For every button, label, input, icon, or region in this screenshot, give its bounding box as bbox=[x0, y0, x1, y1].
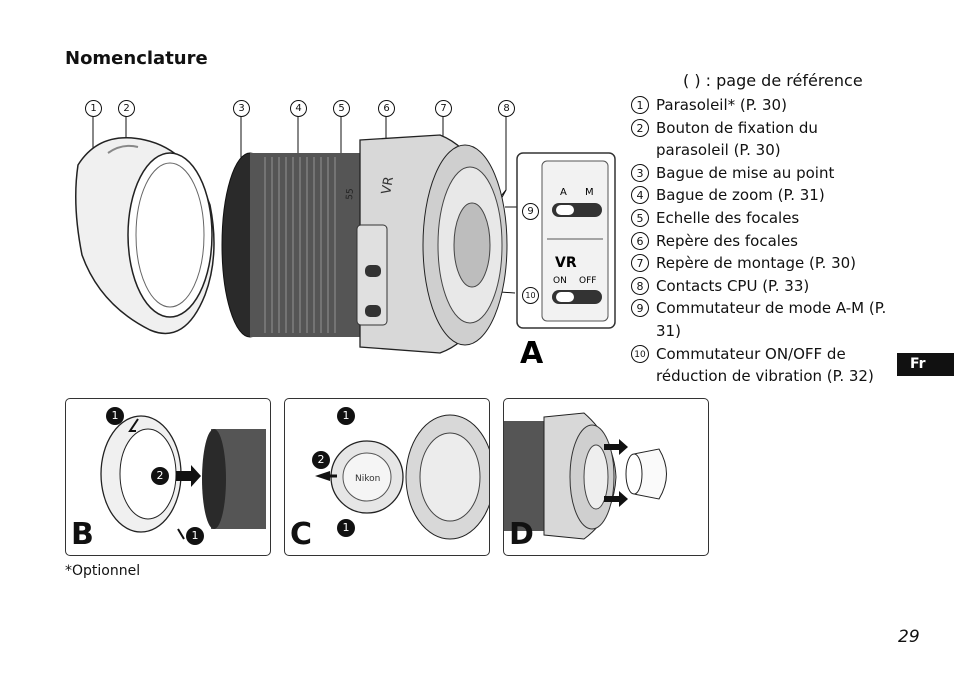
focal-mark: 55 bbox=[345, 188, 356, 200]
brand-mark: Nikon bbox=[355, 474, 380, 484]
legend-item: 5 Echelle des focales bbox=[631, 207, 891, 230]
legend-item: 3 Bague de mise au point bbox=[631, 162, 891, 185]
legend-number: 10 bbox=[631, 344, 649, 363]
callout-number: 8 bbox=[498, 100, 515, 117]
page-number: 29 bbox=[898, 627, 920, 647]
part-legend: 1 Parasoleil* (P. 30) 2 Bouton de fixation… bbox=[631, 94, 891, 388]
legend-item: 1 Parasoleil* (P. 30) bbox=[631, 94, 891, 117]
panel-letter-d: D bbox=[509, 517, 534, 552]
language-tab: Fr bbox=[897, 353, 954, 376]
legend-text: Contacts CPU (P. 33) bbox=[656, 276, 810, 295]
callout-number: 10 bbox=[522, 287, 539, 304]
panel-letter-a: A bbox=[520, 336, 544, 371]
legend-text: Commutateur de mode A-M (P. 31) bbox=[656, 299, 887, 340]
callout-number: 9 bbox=[522, 203, 539, 220]
step-badge: 1 bbox=[106, 407, 124, 425]
legend-number: 3 bbox=[631, 163, 649, 182]
switch-label-off: OFF bbox=[579, 276, 596, 286]
panel-letter-c: C bbox=[290, 517, 313, 552]
page-title: Nomenclature bbox=[65, 48, 208, 69]
panel-letter-b: B bbox=[71, 517, 94, 552]
lens-body-illustration: VR 55 bbox=[221, 134, 508, 354]
legend-item: 2 Bouton de fixation du parasoleil (P. 30… bbox=[631, 117, 891, 162]
reference-note: ( ) : page de référence bbox=[683, 71, 863, 90]
legend-text: Parasoleil* (P. 30) bbox=[656, 96, 787, 114]
callout-number: 2 bbox=[118, 100, 135, 117]
legend-item: 9 Commutateur de mode A-M (P. 31) bbox=[631, 297, 891, 342]
step-badge: 2 bbox=[151, 467, 169, 485]
legend-number: 7 bbox=[631, 254, 649, 273]
legend-text: Echelle des focales bbox=[656, 208, 800, 227]
panel-b: 1 2 1 B bbox=[65, 398, 271, 556]
step-badge: 2 bbox=[312, 451, 330, 469]
step-badge: 1 bbox=[337, 407, 355, 425]
lens-diagram: VR 55 A M VR ON OFF A bbox=[75, 113, 616, 371]
callout-number: 5 bbox=[333, 100, 350, 117]
legend-text: Repère de montage (P. 30) bbox=[656, 254, 857, 273]
legend-number: 2 bbox=[631, 118, 649, 137]
lens-hood-illustration bbox=[75, 137, 215, 335]
switch-label-m: M bbox=[585, 187, 594, 198]
legend-text: Bague de zoom (P. 31) bbox=[656, 186, 825, 205]
switch-label-a: A bbox=[560, 187, 567, 198]
vr-mark: VR bbox=[379, 175, 397, 195]
legend-number: 1 bbox=[631, 96, 649, 114]
callout-number: 3 bbox=[233, 100, 250, 117]
legend-item: 7 Repère de montage (P. 30) bbox=[631, 252, 891, 275]
callout-number: 4 bbox=[290, 100, 307, 117]
step-badge: 1 bbox=[337, 519, 355, 537]
legend-text: Bouton de fixation du parasoleil (P. 30) bbox=[656, 118, 818, 160]
legend-item: 10 Commutateur ON/OFF de réduction de vib… bbox=[631, 343, 891, 388]
panel-d: D bbox=[503, 398, 709, 556]
legend-item: 8 Contacts CPU (P. 33) bbox=[631, 275, 891, 298]
legend-text: Bague de mise au point bbox=[656, 163, 835, 182]
switch-detail-box: A M VR ON OFF bbox=[516, 152, 616, 329]
callout-number: 1 bbox=[85, 100, 102, 117]
switch-label-vr: VR bbox=[555, 255, 577, 271]
legend-number: 4 bbox=[631, 186, 649, 205]
callout-number: 6 bbox=[378, 100, 395, 117]
legend-number: 9 bbox=[631, 299, 649, 318]
legend-text: Commutateur ON/OFF de réduction de vibra… bbox=[656, 344, 874, 386]
legend-item: 6 Repère des focales bbox=[631, 230, 891, 253]
legend-text: Repère des focales bbox=[656, 231, 799, 250]
footnote: *Optionnel bbox=[65, 563, 141, 579]
legend-item: 4 Bague de zoom (P. 31) bbox=[631, 184, 891, 207]
panel-c: Nikon 1 2 1 C bbox=[284, 398, 490, 556]
callout-number: 7 bbox=[435, 100, 452, 117]
legend-number: 5 bbox=[631, 208, 649, 227]
legend-number: 8 bbox=[631, 276, 649, 295]
legend-number: 6 bbox=[631, 231, 649, 250]
step-badge: 1 bbox=[186, 527, 204, 545]
switch-label-on: ON bbox=[553, 276, 567, 286]
